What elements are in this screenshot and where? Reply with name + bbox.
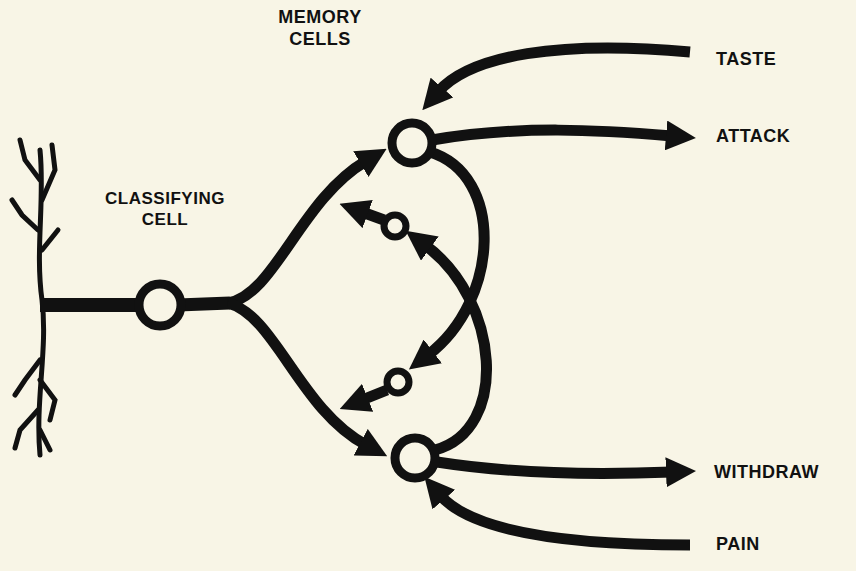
cell-body <box>90 188 240 333</box>
cell-label: CLASSIFYING CELL <box>95 188 235 230</box>
dendrites <box>12 140 58 455</box>
signal-label: ATTACK <box>716 125 790 147</box>
signal-label: WITHDRAW <box>714 461 819 483</box>
signal-label: PAIN <box>716 533 760 555</box>
axons <box>40 48 690 545</box>
classifying-cell: CLASSIFYING CELL <box>90 188 240 333</box>
signal-label: TASTE <box>716 48 776 70</box>
cell-bodies <box>384 123 435 478</box>
signal-label: MEMORY CELLS <box>265 6 375 50</box>
